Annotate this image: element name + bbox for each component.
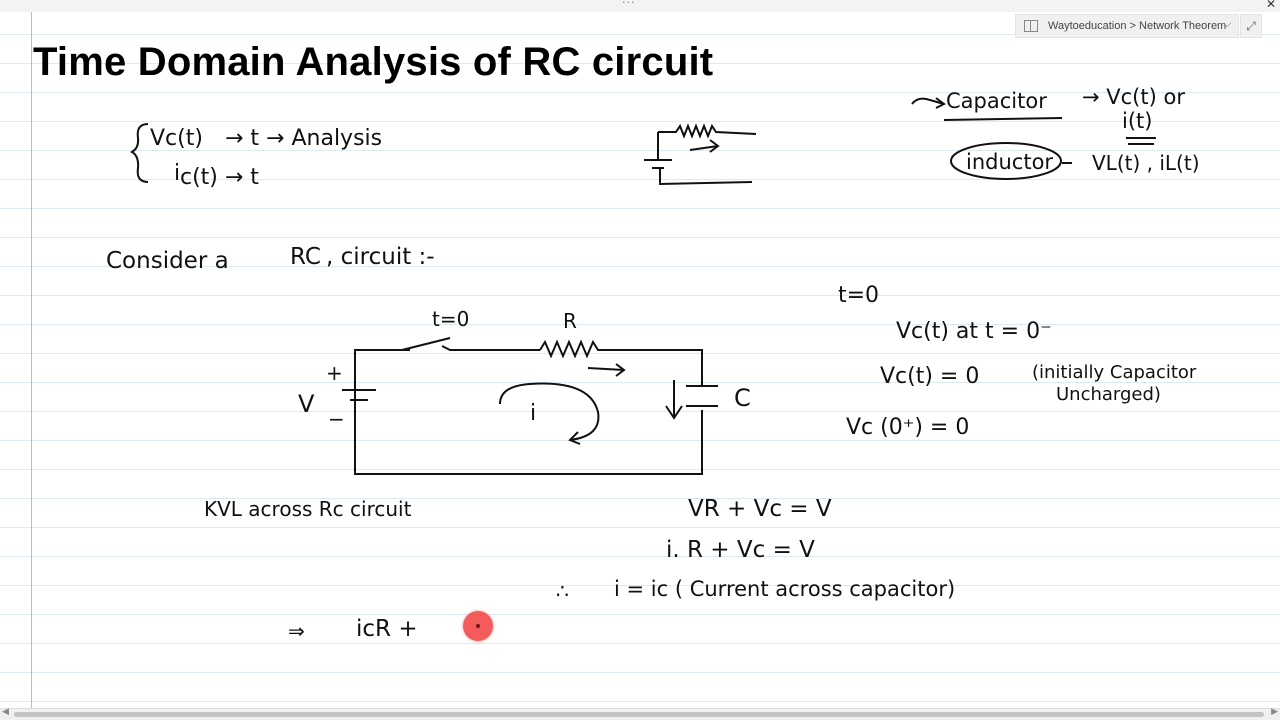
scroll-left-icon[interactable]: ◀: [2, 707, 9, 717]
note-kvl: KVL across Rc circuit: [204, 497, 412, 521]
page-margin-line: [31, 12, 32, 708]
circuit-switch-label: t=0: [432, 307, 469, 331]
cap-value-underline: [1126, 137, 1156, 145]
notebook-page[interactable]: [0, 12, 1280, 708]
scroll-right-icon[interactable]: ▶: [1271, 707, 1278, 717]
note-line2-rest: c(t) → t: [180, 165, 259, 190]
note-eq1: Vc(t) at t = 0⁻: [896, 319, 1052, 344]
note-vc-t: Vc(t): [150, 126, 203, 151]
note-ind-value: VL(t) , iL(t): [1092, 151, 1200, 175]
note-implies: ⇒: [288, 619, 305, 643]
note-cap-value1: → Vc(t) or: [1082, 85, 1185, 109]
note-t0: t=0: [838, 283, 879, 308]
note-eq2: Vc(t) = 0: [880, 364, 979, 389]
expand-icon[interactable]: ⤢: [1240, 14, 1262, 38]
rc-circuit-diagram: [342, 337, 718, 475]
note-eq5: i. R + Vc = V: [666, 537, 815, 563]
note-inductor: inductor: [966, 150, 1053, 174]
note-eq2-note2: Uncharged): [1056, 384, 1161, 405]
note-rc: RC: [290, 244, 321, 270]
laser-pointer-cursor: [463, 611, 493, 641]
brace-stroke: [129, 123, 149, 183]
notebook-icon: [1024, 20, 1038, 32]
notebook-breadcrumb-button[interactable]: Waytoeducation > Network Theorem ⌵: [1015, 14, 1239, 38]
circuit-plus: +: [326, 361, 343, 385]
drag-handle-icon[interactable]: ···: [622, 0, 636, 9]
note-eq3: Vc (0⁺) = 0: [846, 415, 969, 440]
circuit-minus: −: [328, 407, 345, 431]
chevron-down-icon: ⌵: [1223, 17, 1232, 30]
capacitor-arrow: [911, 97, 946, 109]
note-consider: Consider a: [106, 248, 229, 274]
circuit-resistor-label: R: [563, 309, 577, 333]
note-therefore: ∴: [556, 579, 569, 603]
note-eq6: i = ic ( Current across capacitor): [614, 577, 955, 601]
circuit-loop-label: i: [530, 401, 536, 426]
small-circuit-sketch: [644, 123, 757, 186]
page-title: Time Domain Analysis of RC circuit: [33, 40, 714, 84]
close-icon[interactable]: ✕: [1265, 0, 1276, 11]
note-cap-value2: i(t): [1122, 109, 1152, 133]
note-line1-rest: → t → Analysis: [225, 126, 382, 151]
note-eq4: VR + Vc = V: [688, 496, 832, 522]
note-line2-i: i: [174, 161, 180, 186]
capacitor-underline: [943, 117, 1063, 121]
note-circuit-word: , circuit :-: [326, 244, 435, 270]
horizontal-scrollbar[interactable]: ◀ ▶: [0, 707, 1280, 720]
inductor-circle: [950, 142, 1062, 180]
scrollbar-thumb[interactable]: [14, 712, 1264, 717]
circuit-source-label: V: [298, 390, 315, 418]
note-eq2-note1: (initially Capacitor: [1032, 362, 1197, 383]
note-eq7: icR +: [356, 616, 418, 642]
circuit-cap-label: C: [734, 384, 751, 412]
note-capacitor: Capacitor: [946, 89, 1047, 113]
breadcrumb: Waytoeducation > Network Theorem: [1048, 20, 1227, 32]
